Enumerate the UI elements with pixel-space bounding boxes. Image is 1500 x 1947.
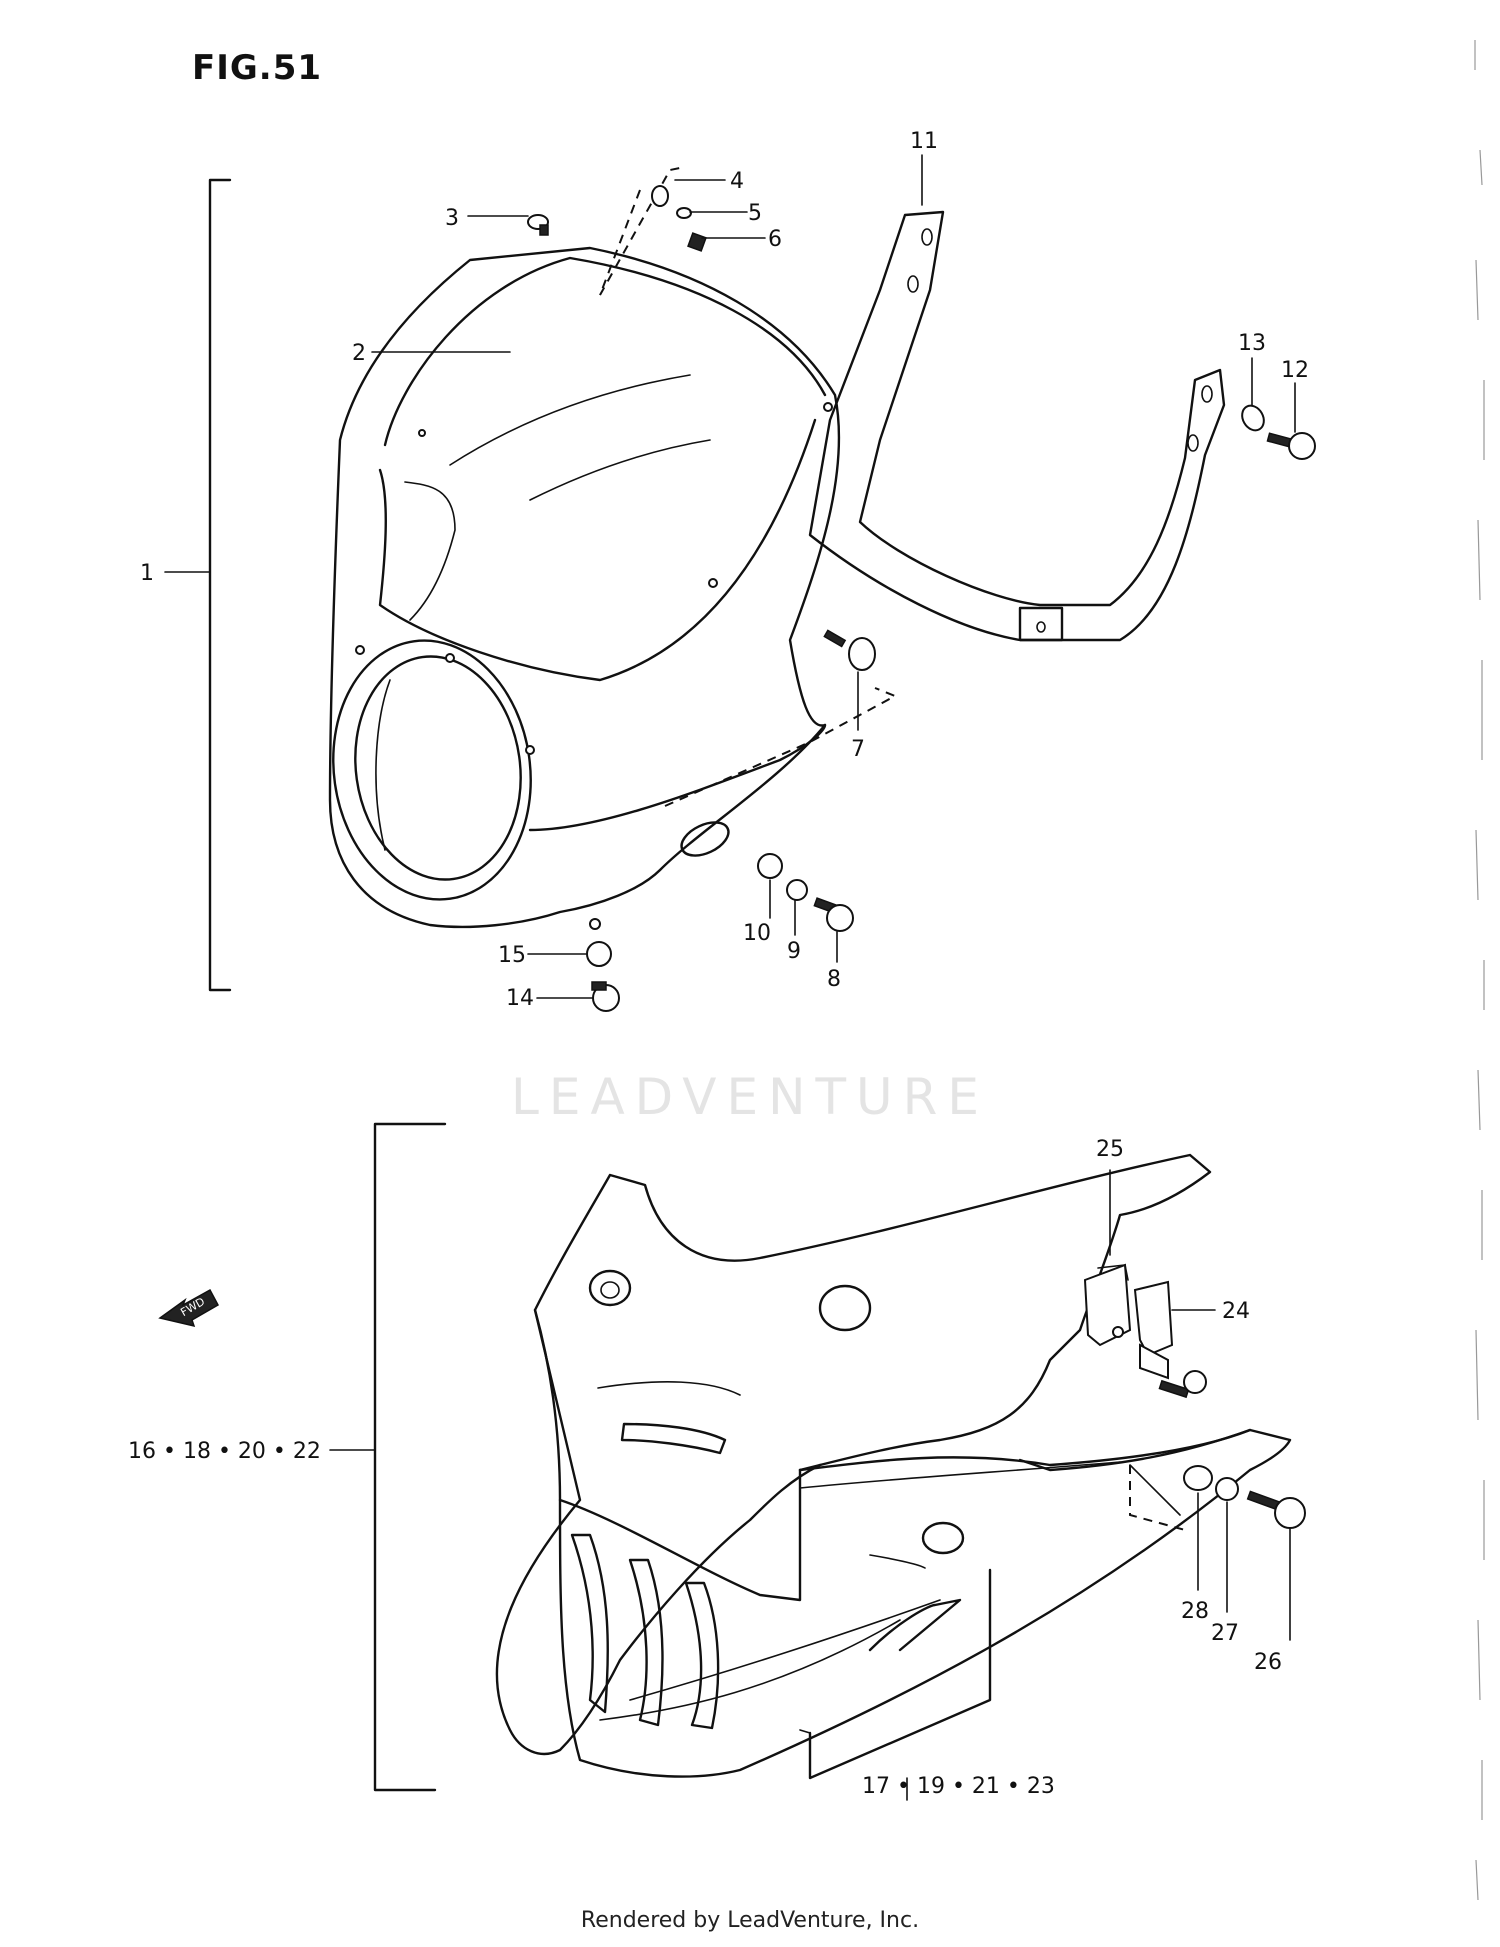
callout-labels: 1 2 3 4 5 6 7 8 9 10 11 12 13 14 15 16 •… [128,129,1309,1799]
callout-24: 24 [1222,1299,1250,1324]
callout-4: 4 [730,169,744,194]
headlight-cowl [328,167,898,930]
bracket-group-16 [329,1122,447,1792]
callout-11: 11 [910,129,938,154]
callout-7: 7 [851,737,865,762]
callout-8: 8 [827,967,841,992]
callout-2: 2 [352,341,366,366]
callout-10: 10 [743,921,771,946]
forward-direction-marker: FWD [158,1288,220,1328]
watermark: LEADVENTURE [511,1068,989,1126]
cowl-stay-bracket [808,210,1226,642]
footer-credit: Rendered by LeadVenture, Inc. [580,1908,920,1933]
upper-hardware [527,185,1316,1012]
scan-edge-noise [1474,40,1485,1901]
callout-1: 1 [140,561,154,586]
callout-26: 26 [1254,1650,1282,1675]
callout-15: 15 [498,943,526,968]
callout-5: 5 [748,201,762,226]
callout-12: 12 [1281,358,1309,383]
callout-13: 13 [1238,331,1266,356]
callout-14: 14 [506,986,534,1011]
lower-hardware [1083,1263,1306,1529]
callout-25: 25 [1096,1137,1124,1162]
under-cowl [495,1153,1292,1780]
callout-6: 6 [768,227,782,252]
bracket-group-1 [164,178,232,992]
callout-17-19-21-23: 17 • 19 • 21 • 23 [862,1774,1055,1799]
callout-27: 27 [1211,1621,1239,1646]
callout-3: 3 [445,206,459,231]
callout-16-18-20-22: 16 • 18 • 20 • 22 [128,1439,321,1464]
figure-title: FIG.51 [192,48,323,88]
leader-lines [371,154,1296,1801]
callout-28: 28 [1181,1599,1209,1624]
callout-9: 9 [787,939,801,964]
